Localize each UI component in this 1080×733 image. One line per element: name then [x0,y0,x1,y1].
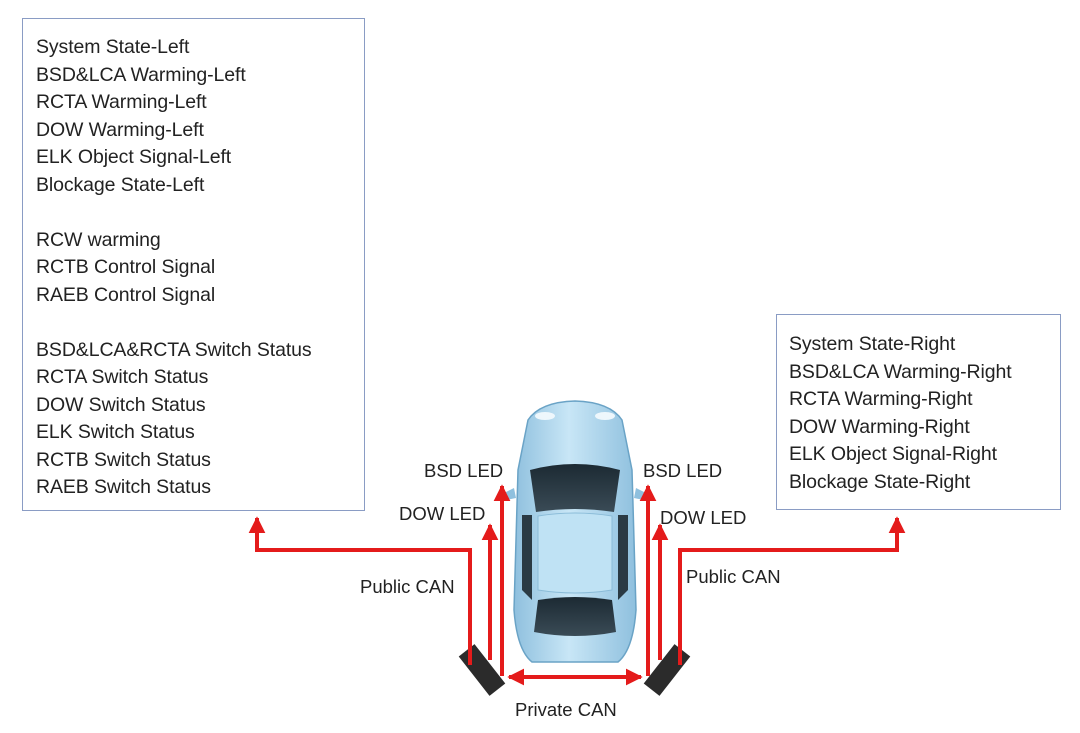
right-signal-item: ELK Object Signal-Right [789,443,997,465]
left-signal-item: RAEB Control Signal [36,283,216,306]
right-radar-sensor [643,644,691,696]
left-signal-item: RCW warming [36,228,161,251]
public-can-right-line [678,516,906,665]
left-signal-item: BSD&LCA Warming-Left [36,63,246,86]
left-signal-item: RCTB Switch Status [36,448,211,471]
bsd-led-left-label: BSD LED [424,460,503,481]
right-signal-item: System State-Right [789,333,956,355]
dow-led-left-label: DOW LED [399,503,485,524]
left-signal-item: System State-Left [36,36,190,58]
left-signal-item: RAEB Switch Status [36,476,211,498]
private-can-label: Private CAN [515,699,617,720]
dow-led-right-label: DOW LED [660,507,746,528]
left-signal-item: Blockage State-Left [36,173,205,196]
left-signal-item: DOW Switch Status [36,393,206,416]
left-signal-item: BSD&LCA&RCTA Switch Status [36,338,312,361]
right-signal-item: DOW Warming-Right [789,415,970,438]
left-signal-item: RCTA Switch Status [36,366,209,388]
left-signal-item: ELK Object Signal-Left [36,146,232,168]
right-signal-item: RCTA Warming-Right [789,388,973,410]
left-signal-item: RCTA Warming-Left [36,91,207,113]
left-signal-item: ELK Switch Status [36,421,195,443]
left-radar-sensor [458,644,506,696]
left-signal-item: DOW Warming-Left [36,118,204,141]
right-signal-item: Blockage State-Right [789,470,971,493]
public-can-left-label: Public CAN [360,576,455,597]
car-top-view [504,400,646,663]
public-can-left-line [248,516,472,665]
left-signal-item: RCTB Control Signal [36,256,216,278]
right-signal-item: BSD&LCA Warming-Right [789,360,1012,383]
public-can-right-label: Public CAN [686,566,781,587]
bsd-led-right-label: BSD LED [643,460,722,481]
